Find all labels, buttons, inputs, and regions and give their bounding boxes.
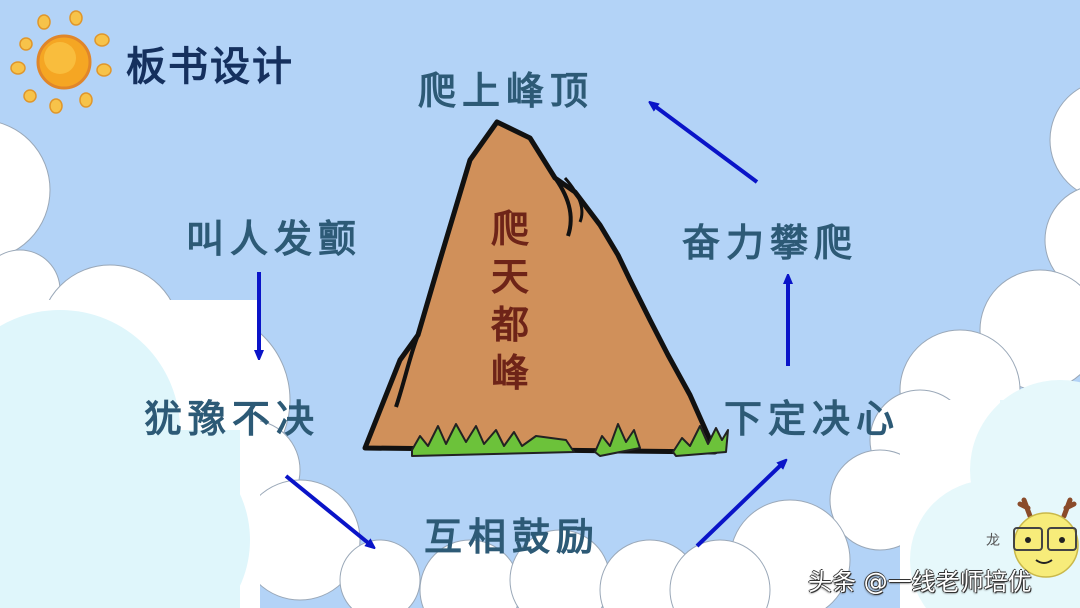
node-hesitate: 犹豫不决	[144, 397, 321, 441]
mountain-char: 爬	[490, 207, 529, 251]
sun-icon	[10, 10, 112, 114]
mountain-illustration	[362, 119, 718, 455]
grass-illustration	[411, 423, 729, 457]
flow-arrows	[259, 104, 788, 546]
mountain-char: 天	[490, 255, 529, 299]
node-climb-hard: 奋力攀爬	[682, 221, 859, 265]
arrow-up-right	[695, 462, 784, 548]
arrow-down-right	[284, 474, 372, 546]
node-frightening: 叫人发颤	[186, 217, 363, 261]
node-determined: 下定决心	[724, 397, 901, 441]
watermark: 头条 @一线老师培优	[808, 568, 1032, 596]
node-encourage: 互相鼓励	[424, 515, 601, 559]
mountain-label: 爬 天 都 峰	[488, 205, 532, 397]
mascot-text: 龙	[986, 533, 1000, 549]
arrow-up-left	[652, 104, 759, 184]
mountain-char: 峰	[490, 351, 529, 395]
deer-mascot-icon	[1013, 497, 1079, 578]
node-reach-summit: 爬上峰顶	[418, 69, 595, 113]
slide-title: 板书设计	[126, 44, 294, 90]
mountain-char: 都	[490, 303, 529, 347]
